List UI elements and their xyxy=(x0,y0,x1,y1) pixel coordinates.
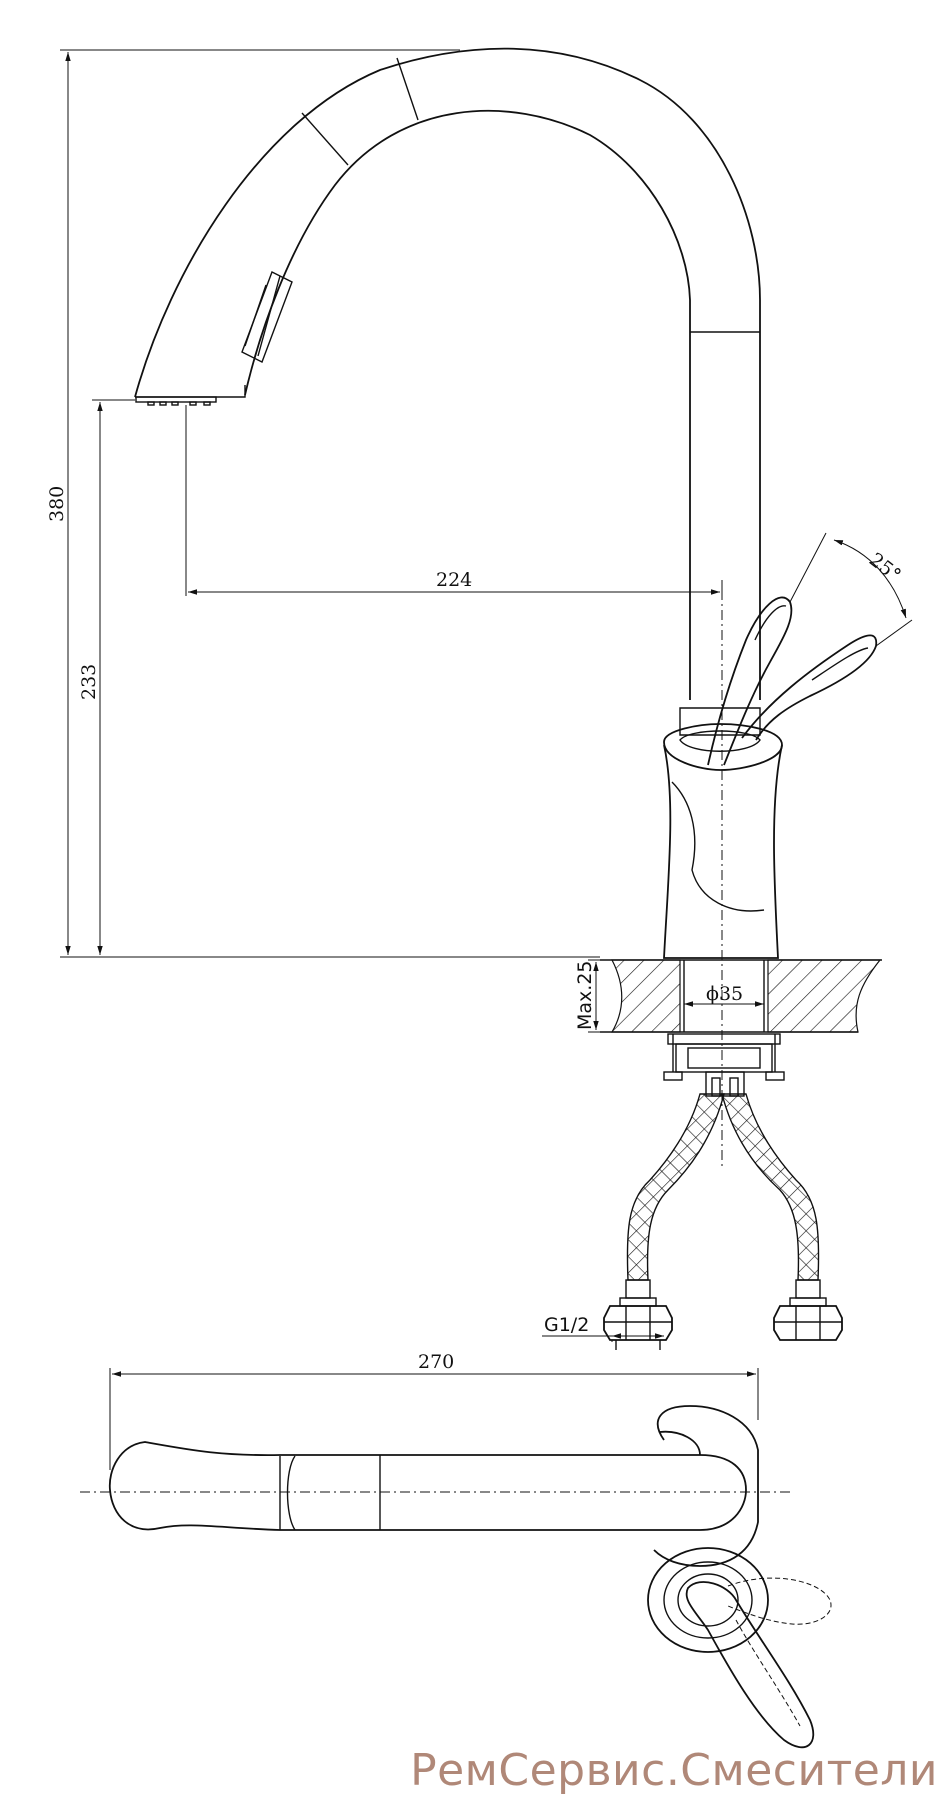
spray-button xyxy=(241,271,293,363)
spout-top-contour xyxy=(108,1441,747,1531)
height-233-label: 233 xyxy=(78,664,100,700)
supply-hoses xyxy=(603,1093,843,1350)
hole-diameter-label: ϕ35 xyxy=(706,983,743,1005)
dimension-max25: Max.25 xyxy=(574,959,612,1033)
dimension-233: 233 xyxy=(78,399,135,955)
spout-segment-2 xyxy=(396,57,419,121)
max-thickness-label: Max.25 xyxy=(574,961,596,1031)
dimension-thread: G1/2 xyxy=(542,1314,664,1342)
mounting-nut xyxy=(663,1033,785,1097)
watermark-text: РемСервис.Смесители xyxy=(410,1745,938,1796)
height-380-label: 380 xyxy=(46,486,68,522)
reach-224-label: 224 xyxy=(436,569,472,591)
dimension-224: 224 xyxy=(185,405,723,596)
spout-outer-contour xyxy=(134,47,761,700)
thread-label: G1/2 xyxy=(544,1314,589,1336)
length-270-label: 270 xyxy=(418,1351,454,1373)
angle-dimension: 25° xyxy=(789,532,913,647)
angle-label: 25° xyxy=(865,549,905,587)
top-view: 270 xyxy=(80,1351,832,1749)
countertop-section: ϕ35 xyxy=(600,959,882,1033)
handle-lever xyxy=(707,596,878,766)
aerator xyxy=(135,396,217,406)
spout-segment-1 xyxy=(301,112,349,166)
faucet-body xyxy=(663,707,783,959)
side-view: 25° ϕ35 xyxy=(46,47,913,1350)
spout-inner-contour xyxy=(244,109,691,700)
spout-tip xyxy=(135,385,246,398)
dimension-380: 380 xyxy=(46,49,600,958)
